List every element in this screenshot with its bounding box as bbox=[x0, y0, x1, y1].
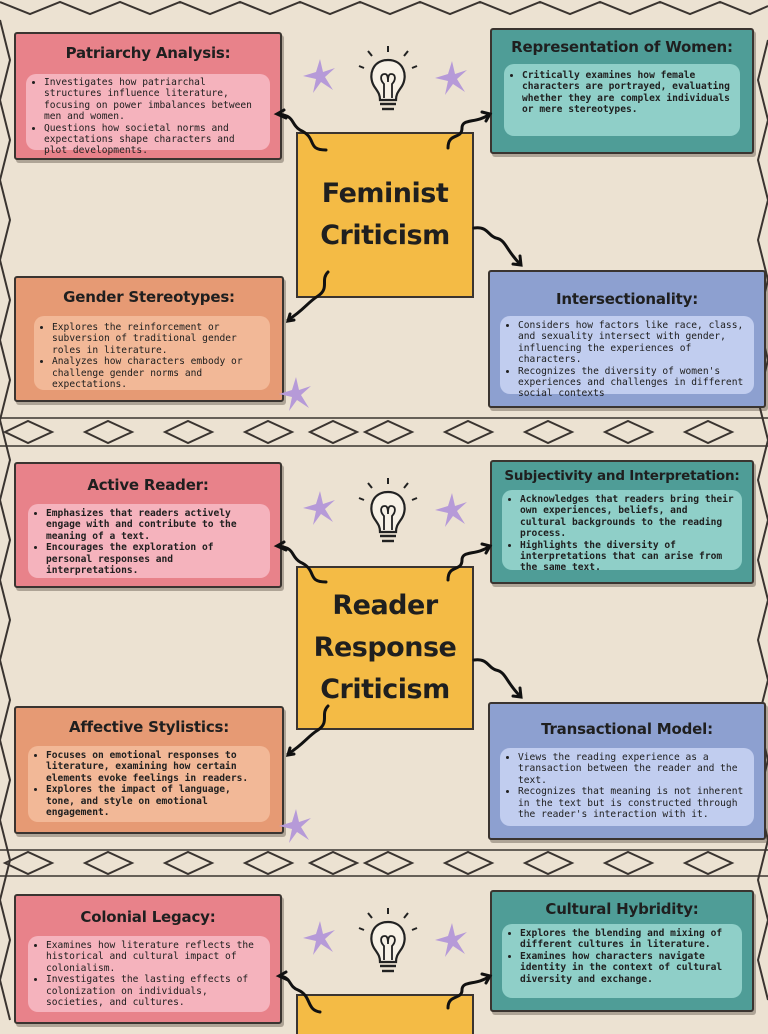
card-title: Transactional Model: bbox=[541, 720, 713, 738]
card-title: Cultural Hybridity: bbox=[545, 900, 699, 918]
list-item: Encourages the exploration of personal r… bbox=[46, 542, 262, 576]
card-transactional-model: Transactional Model: Views the reading e… bbox=[488, 702, 766, 840]
list-item: Explores the reinforcement or subversion… bbox=[52, 322, 262, 356]
card-representation-of-women: Representation of Women: Critically exam… bbox=[490, 28, 754, 154]
right-edge-zigzag bbox=[756, 39, 768, 1001]
card-gender-stereotypes: Gender Stereotypes: Explores the reinfor… bbox=[14, 276, 284, 402]
list-item: Examines how literature reflects the his… bbox=[46, 940, 262, 974]
card-cultural-hybridity: Cultural Hybridity: Explores the blendin… bbox=[490, 890, 754, 1012]
center-title: Feminist Criticism bbox=[320, 178, 450, 251]
list-item: Emphasizes that readers actively engage … bbox=[46, 508, 262, 542]
card-list: Focuses on emotional responses to litera… bbox=[32, 750, 262, 818]
card-title: Colonial Legacy: bbox=[80, 908, 216, 926]
list-item: Recognizes that meaning is not inherent … bbox=[518, 786, 746, 820]
divider-2-diamond-border bbox=[0, 849, 768, 877]
list-item: Explores the blending and mixing of diff… bbox=[520, 928, 734, 951]
card-list: Explores the reinforcement or subversion… bbox=[38, 322, 262, 390]
card-list: Explores the blending and mixing of diff… bbox=[506, 928, 734, 985]
card-patriarchy-analysis: Patriarchy Analysis: Investigates how pa… bbox=[14, 32, 282, 160]
divider-1-diamond-border bbox=[0, 417, 768, 447]
list-item: Acknowledges that readers bring their ow… bbox=[520, 494, 734, 540]
card-affective-stylistics: Affective Stylistics: Focuses on emotion… bbox=[14, 706, 284, 834]
card-colonial-legacy: Colonial Legacy: Examines how literature… bbox=[14, 894, 282, 1024]
list-item: Questions how societal norms and expecta… bbox=[44, 123, 262, 157]
card-list: Critically examines how female character… bbox=[508, 70, 732, 116]
card-list: Examines how literature reflects the his… bbox=[32, 940, 262, 1008]
list-item: Investigates the lasting effects of colo… bbox=[46, 974, 262, 1008]
card-title: Subjectivity and Interpretation: bbox=[504, 468, 740, 484]
list-item: Considers how factors like race, class, … bbox=[518, 320, 746, 366]
card-title: Affective Stylistics: bbox=[68, 718, 230, 736]
list-item: Recognizes the diversity of women's expe… bbox=[518, 366, 746, 400]
list-item: Examines how characters navigate identit… bbox=[520, 951, 734, 985]
top-diamond-border bbox=[0, 0, 768, 16]
card-list: Investigates how patriarchal structures … bbox=[30, 77, 262, 157]
center-title: Reader Response Criticism bbox=[313, 590, 457, 705]
list-item: Investigates how patriarchal structures … bbox=[44, 77, 262, 123]
card-list: Views the reading experience as a transa… bbox=[504, 752, 746, 820]
card-list: Considers how factors like race, class, … bbox=[504, 320, 746, 400]
list-item: Analyzes how characters embody or challe… bbox=[52, 356, 262, 390]
list-item: Focuses on emotional responses to litera… bbox=[46, 750, 262, 784]
list-item: Highlights the diversity of interpretati… bbox=[520, 540, 734, 574]
card-title: Active Reader: bbox=[87, 476, 209, 494]
center-node-feminist-criticism: Feminist Criticism bbox=[296, 132, 474, 298]
card-list: Emphasizes that readers actively engage … bbox=[32, 508, 262, 576]
list-item: Explores the impact of language, tone, a… bbox=[46, 784, 262, 818]
card-active-reader: Active Reader: Emphasizes that readers a… bbox=[14, 462, 282, 588]
card-title: Intersectionality: bbox=[555, 290, 699, 308]
left-edge-zigzag bbox=[0, 19, 12, 1021]
card-list: Acknowledges that readers bring their ow… bbox=[506, 494, 734, 574]
center-node-section-3 bbox=[296, 994, 474, 1034]
list-item: Critically examines how female character… bbox=[522, 70, 732, 116]
card-title: Patriarchy Analysis: bbox=[65, 44, 231, 62]
card-intersectionality: Intersectionality: Considers how factors… bbox=[488, 270, 766, 408]
center-node-reader-response-criticism: Reader Response Criticism bbox=[296, 566, 474, 730]
card-title: Gender Stereotypes: bbox=[63, 288, 235, 306]
card-title: Representation of Women: bbox=[511, 38, 733, 56]
card-subjectivity-and-interpretation: Subjectivity and Interpretation: Acknowl… bbox=[490, 460, 754, 584]
list-item: Views the reading experience as a transa… bbox=[518, 752, 746, 786]
